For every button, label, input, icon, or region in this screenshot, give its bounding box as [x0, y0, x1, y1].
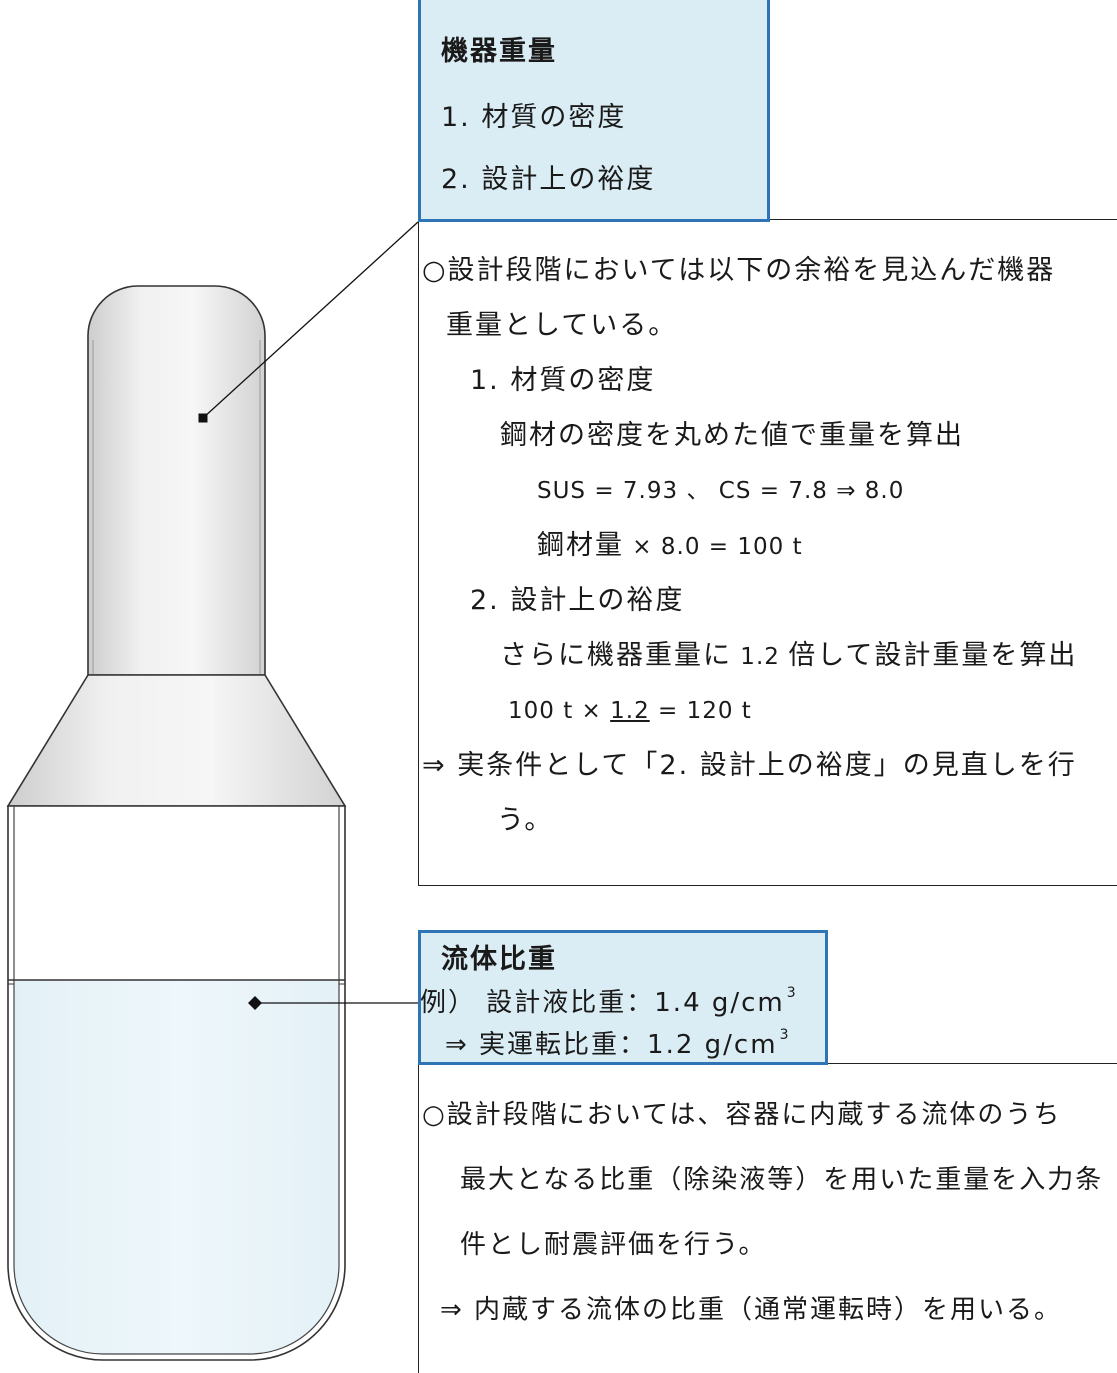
weight-note-line-1: ○設計段階においては以下の余裕を見込んだ機器 [422, 255, 1056, 286]
weight-note-item1-formula-1: SUS = 7.93 、 CS = 7.8 ⇒ 8.0 [537, 478, 905, 504]
weight-note-item1-formula-2: 鋼材量 × 8.0 = 100 t [537, 529, 803, 564]
fluid-actual-gravity-exponent: 3 [779, 1027, 789, 1043]
fluid-note-line-1: ○設計段階においては、容器に内蔵する流体のうち [422, 1100, 1062, 1130]
square-marker-icon [198, 413, 208, 423]
fluid-label-box [418, 930, 828, 1065]
vessel-upper-shell [87, 285, 266, 676]
weight-label-box [418, 0, 770, 222]
item2-desc-value: 1.2 [732, 644, 789, 670]
item2-desc-pre: さらに機器重量に [500, 640, 732, 671]
weight-leader-line [202, 221, 419, 419]
item2-formula-margin-value: 1.2 [610, 698, 650, 724]
weight-note-item2-heading: 2. 設計上の裕度 [470, 585, 685, 616]
weight-note-item1-heading: 1. 材質の密度 [470, 365, 656, 396]
weight-note-item2-formula: 100 t × 1.2 = 120 t [508, 694, 752, 728]
fluid-note-line-3: 件とし耐震評価を行う。 [460, 1230, 767, 1260]
fluid-design-gravity-exponent: 3 [786, 985, 796, 1001]
weight-label-title: 機器重量 [441, 36, 557, 67]
formula-steel-expression: × 8.0 = 100 t [624, 534, 803, 560]
weight-note-conclusion-1: ⇒ 実条件として「2. 設計上の裕度」の見直しを行 [422, 750, 1077, 781]
weight-note-line-2: 重量としている。 [446, 310, 678, 341]
vessel-liquid [14, 980, 339, 1354]
vessel-lower-body-inner-wall [13, 806, 340, 1355]
fluid-label-title: 流体比重 [441, 944, 557, 975]
formula-steel-label: 鋼材量 [537, 530, 624, 561]
weight-note-item2-desc: さらに機器重量に 1.2 倍して設計重量を算出 [500, 639, 1077, 674]
vessel-cone [6, 674, 347, 807]
weight-note-item1-desc: 鋼材の密度を丸めた値で重量を算出 [500, 420, 964, 451]
fluid-note-line-4: ⇒ 内蔵する流体の比重（通常運転時）を用いる。 [440, 1295, 1063, 1325]
diamond-marker-icon [248, 996, 262, 1010]
fluid-note-line-2: 最大となる比重（除染液等）を用いた重量を入力条 [460, 1165, 1104, 1195]
weight-label-item-1: 1. 材質の密度 [441, 102, 627, 133]
item2-formula-pre: 100 t × [508, 698, 611, 724]
item2-formula-post: = 120 t [649, 698, 752, 724]
weight-label-item-2: 2. 設計上の裕度 [441, 164, 656, 195]
item2-desc-post: 倍して設計重量を算出 [788, 640, 1078, 671]
weight-note-conclusion-2: う。 [497, 805, 554, 836]
fluid-design-gravity-text: 例） 設計液比重：1.4 g/cm [420, 988, 785, 1018]
fluid-actual-gravity-text: ⇒ 実運転比重：1.2 g/cm [445, 1030, 778, 1060]
